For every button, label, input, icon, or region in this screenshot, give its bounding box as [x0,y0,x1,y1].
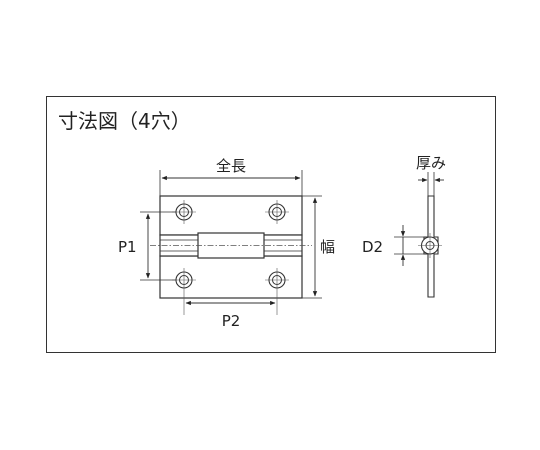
p2-label: P2 [222,312,241,330]
screw-hole-top-right [265,200,289,224]
p1-dimension: P1 [118,211,176,281]
overall-length-label: 全長 [216,157,246,175]
diagram-frame [46,96,496,353]
d2-dimension: D2 [362,225,428,266]
thickness-dimension: 厚み [416,154,446,196]
screw-hole-top-left [172,200,196,224]
p1-label: P1 [118,238,137,256]
d2-label: D2 [362,238,383,256]
screw-hole-bottom-right [265,268,289,315]
diagram-title: 寸法図（4穴） [58,109,191,133]
hinge-front-view [150,195,312,315]
width-label: 幅 [320,238,335,256]
screw-hole-bottom-left [172,268,196,315]
overall-length-dimension: 全長 [159,157,303,196]
hinge-side-view [418,195,442,298]
p2-dimension: P2 [185,300,276,330]
thickness-label: 厚み [416,154,446,172]
width-dimension: 幅 [302,195,335,299]
